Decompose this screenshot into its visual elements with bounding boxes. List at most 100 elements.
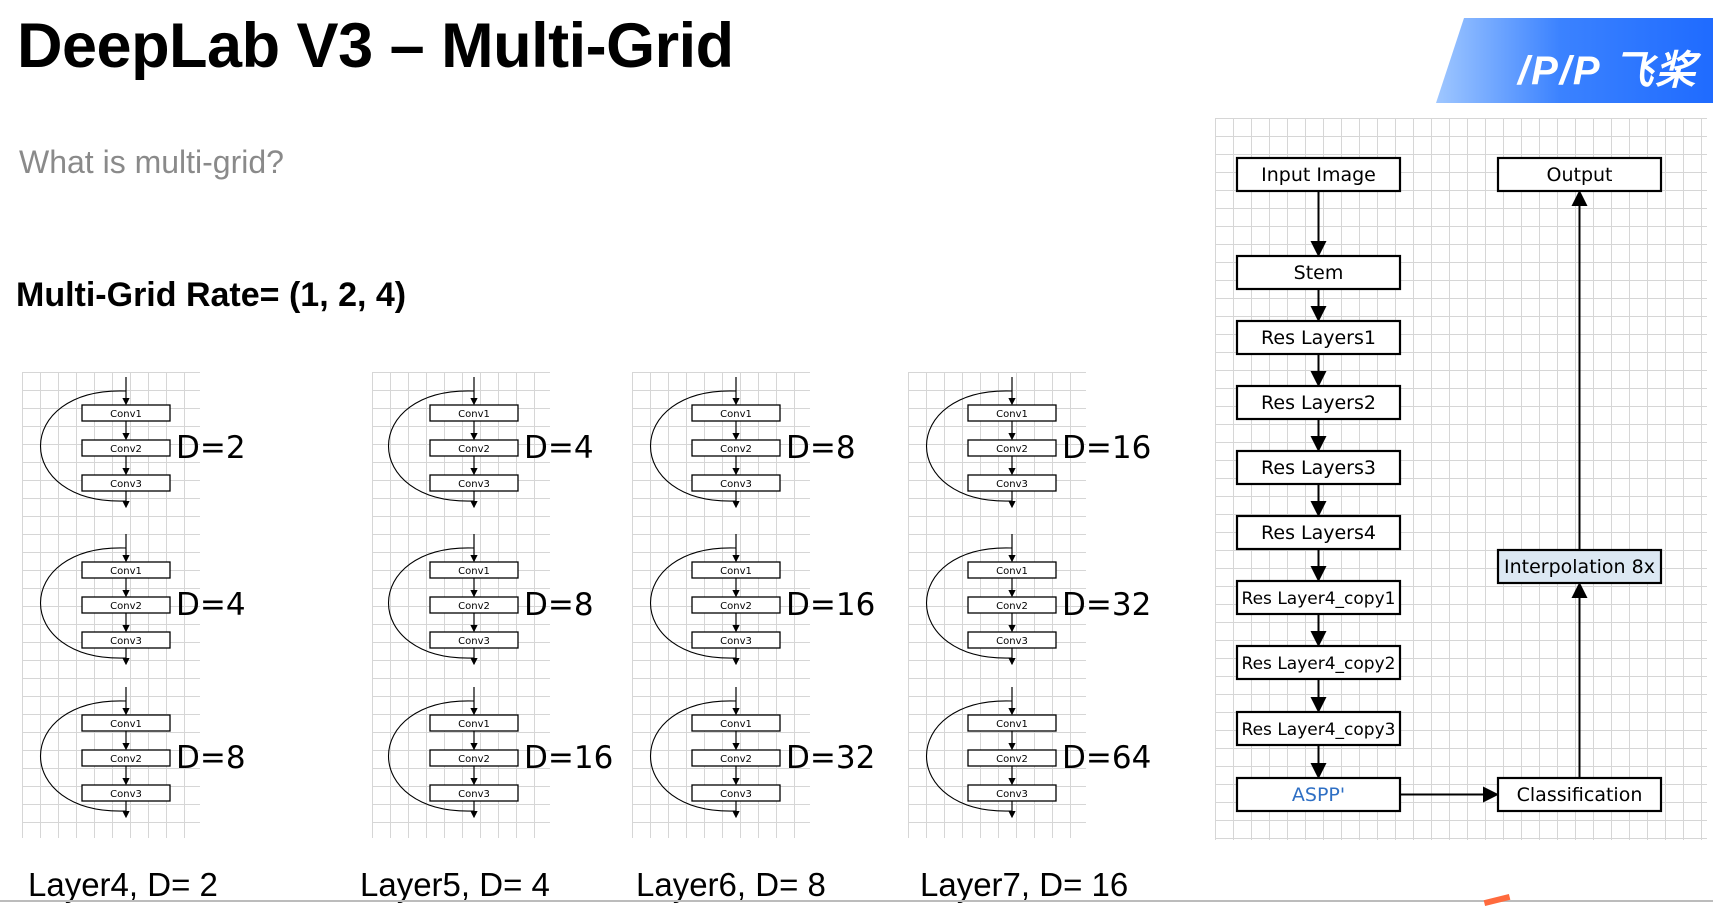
logo-text: 飞桨 <box>1613 49 1698 93</box>
conv-label: Conv1 <box>996 719 1028 730</box>
conv-label: Conv1 <box>720 409 752 420</box>
conv-label: Conv3 <box>996 479 1028 490</box>
dilation-label: D=8 <box>176 740 246 776</box>
dilation-label: D=32 <box>786 740 875 776</box>
multi-grid-rate-label: Multi-Grid Rate= (1, 2, 4) <box>16 276 407 314</box>
skip-connection-arc <box>40 390 127 502</box>
flow-node <box>1235 710 1402 747</box>
conv-label: Conv1 <box>720 719 752 730</box>
conv-label: Conv1 <box>720 566 752 577</box>
flow-node-label: Input Image <box>1261 164 1376 186</box>
dilation-label: D=2 <box>176 430 246 466</box>
dilation-label: D=64 <box>1062 740 1151 776</box>
logo-mark: /P/P <box>1518 49 1601 93</box>
conv-label: Conv1 <box>996 566 1028 577</box>
conv-label: Conv3 <box>458 636 490 647</box>
dilation-label: D=16 <box>1062 430 1151 466</box>
layer7-caption: Layer7, D= 16 <box>920 866 1129 903</box>
conv-label: Conv1 <box>110 566 142 577</box>
flow-node-label: Output <box>1547 164 1613 186</box>
skip-connection-arc <box>650 390 737 502</box>
conv-label: Conv3 <box>458 789 490 800</box>
conv-label: Conv2 <box>110 444 142 455</box>
dilation-label: D=16 <box>786 587 875 623</box>
dilation-label: D=8 <box>524 587 594 623</box>
brand-banner <box>1436 18 1713 103</box>
conv-label: Conv2 <box>996 601 1028 612</box>
dilation-label: D=4 <box>176 587 246 623</box>
conv-label: Conv2 <box>996 444 1028 455</box>
flow-node <box>1235 579 1402 616</box>
flow-node-label: Res Layers4 <box>1261 522 1376 544</box>
flow-node <box>1235 776 1402 813</box>
dilation-label: D=16 <box>524 740 613 776</box>
dilation-label: D=4 <box>524 430 594 466</box>
flow-node-label: Res Layer4_copy3 <box>1242 720 1396 740</box>
conv-label: Conv2 <box>720 444 752 455</box>
flow-node-label: Interpolation 8x <box>1504 556 1655 578</box>
conv-label: Conv3 <box>110 789 142 800</box>
flow-node-label: Stem <box>1294 262 1344 284</box>
conv-label: Conv1 <box>110 719 142 730</box>
skip-connection-arc <box>650 547 737 659</box>
conv-label: Conv3 <box>110 479 142 490</box>
skip-connection-arc <box>40 547 127 659</box>
conv-label: Conv3 <box>720 636 752 647</box>
layer5-caption: Layer5, D= 4 <box>360 866 550 903</box>
conv-label: Conv1 <box>458 566 490 577</box>
dilation-label: D=8 <box>786 430 856 466</box>
conv-label: Conv2 <box>720 601 752 612</box>
conv-label: Conv3 <box>458 479 490 490</box>
conv-label: Conv2 <box>458 754 490 765</box>
layer6-caption: Layer6, D= 8 <box>636 866 826 903</box>
flow-node-label: Res Layer4_copy2 <box>1242 654 1396 674</box>
conv-label: Conv3 <box>110 636 142 647</box>
skip-connection-arc <box>388 700 475 812</box>
skip-connection-arc <box>926 390 1013 502</box>
conv-label: Conv2 <box>458 601 490 612</box>
flow-node-label: Res Layers2 <box>1261 392 1376 414</box>
conv-label: Conv1 <box>458 409 490 420</box>
conv-label: Conv2 <box>110 601 142 612</box>
paddle-logo: /P/P 飞桨 <box>1518 38 1697 96</box>
skip-connection-arc <box>388 390 475 502</box>
slide-title: DeepLab V3 – Multi-Grid <box>17 11 734 81</box>
flow-node <box>1235 319 1402 356</box>
slide-bottom-divider <box>0 900 1713 902</box>
flow-node <box>1235 156 1402 193</box>
flow-node-label: Res Layer4_copy1 <box>1242 589 1396 609</box>
skip-connection-arc <box>926 700 1013 812</box>
flow-node-label: Classification <box>1517 784 1643 806</box>
flow-node <box>1235 449 1402 486</box>
aspp-node-label: ASPP' <box>1292 784 1345 806</box>
flow-node <box>1235 514 1402 551</box>
layer4-caption: Layer4, D= 2 <box>28 866 218 903</box>
conv-label: Conv2 <box>110 754 142 765</box>
conv-label: Conv2 <box>996 754 1028 765</box>
slide-subtitle: What is multi-grid? <box>19 144 284 180</box>
flow-node-label: Res Layers1 <box>1261 327 1376 349</box>
conv-label: Conv1 <box>110 409 142 420</box>
skip-connection-arc <box>650 700 737 812</box>
skip-connection-arc <box>926 547 1013 659</box>
conv-label: Conv2 <box>458 444 490 455</box>
conv-label: Conv1 <box>458 719 490 730</box>
conv-label: Conv3 <box>996 636 1028 647</box>
flow-node <box>1496 776 1663 813</box>
conv-label: Conv3 <box>720 789 752 800</box>
flow-node <box>1496 156 1663 193</box>
conv-label: Conv2 <box>720 754 752 765</box>
dilation-label: D=32 <box>1062 587 1151 623</box>
flow-node <box>1496 548 1663 585</box>
skip-connection-arc <box>40 700 127 812</box>
